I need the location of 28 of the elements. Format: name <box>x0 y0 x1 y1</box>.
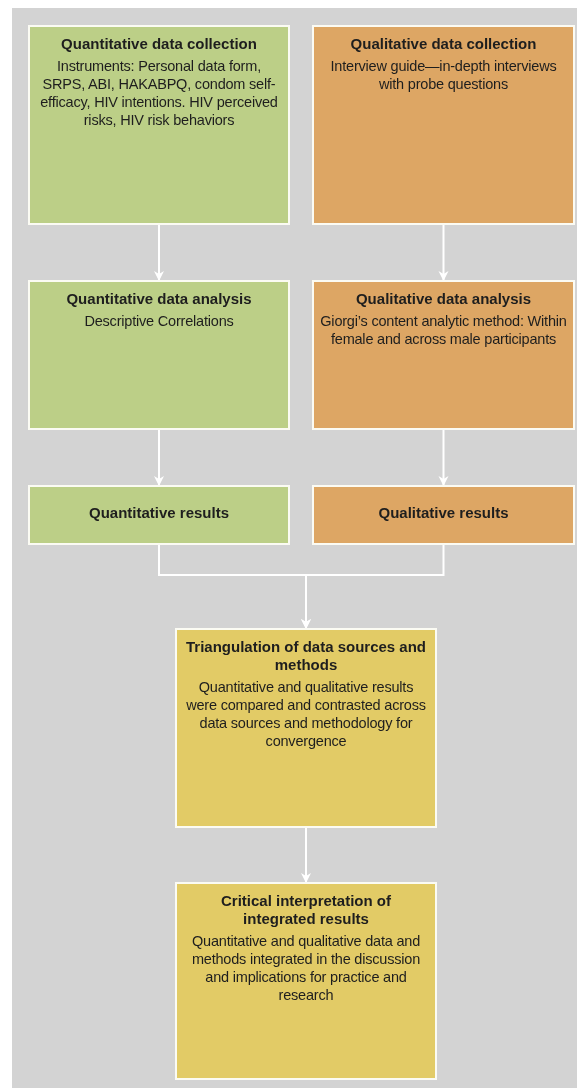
arrow <box>438 429 449 486</box>
box-heading: Triangulation of data sources and methods <box>184 638 427 674</box>
arrow <box>154 224 164 281</box>
box-heading: Quantitative data analysis <box>66 290 252 308</box>
box-description: Interview guide—in-depth interviews with probe questions <box>329 57 558 93</box>
arrow <box>438 224 449 281</box>
process-box <box>312 280 575 430</box>
box-heading: Quantitative data collection <box>61 35 257 53</box>
process-box <box>312 25 575 225</box>
box-heading: Critical interpretation of integrated results <box>220 892 392 928</box>
box-heading: Qualitative data collection <box>350 35 537 53</box>
process-box <box>175 882 437 1080</box>
box-heading: Qualitative data analysis <box>355 290 532 308</box>
box-description: Descriptive Correlations <box>84 312 234 330</box>
box-description: Quantitative and qualitative data and methods integrated in the discussion and implications for practice and research <box>190 932 422 1004</box>
arrow <box>301 544 445 629</box>
box-description: Quantitative and qualitative results were compared and contrasted across data sources and methodology for convergence <box>185 678 427 750</box>
arrow <box>301 827 311 883</box>
box-heading: Quantitative results <box>88 504 229 522</box>
process-box <box>312 485 575 545</box>
process-box <box>28 280 290 430</box>
box-description: Instruments: Personal data form, SRPS, ABI, HAKABPQ, condom self-efficacy, HIV intentions. HIV perceived risks, HIV risk behaviors <box>39 57 279 129</box>
process-box <box>28 485 290 545</box>
process-box <box>28 25 290 225</box>
box-description: Giorgi’s content analytic method: Within female and across male participants <box>320 312 567 348</box>
process-box <box>175 628 437 828</box>
box-heading: Qualitative results <box>378 504 509 522</box>
arrow <box>154 429 164 486</box>
